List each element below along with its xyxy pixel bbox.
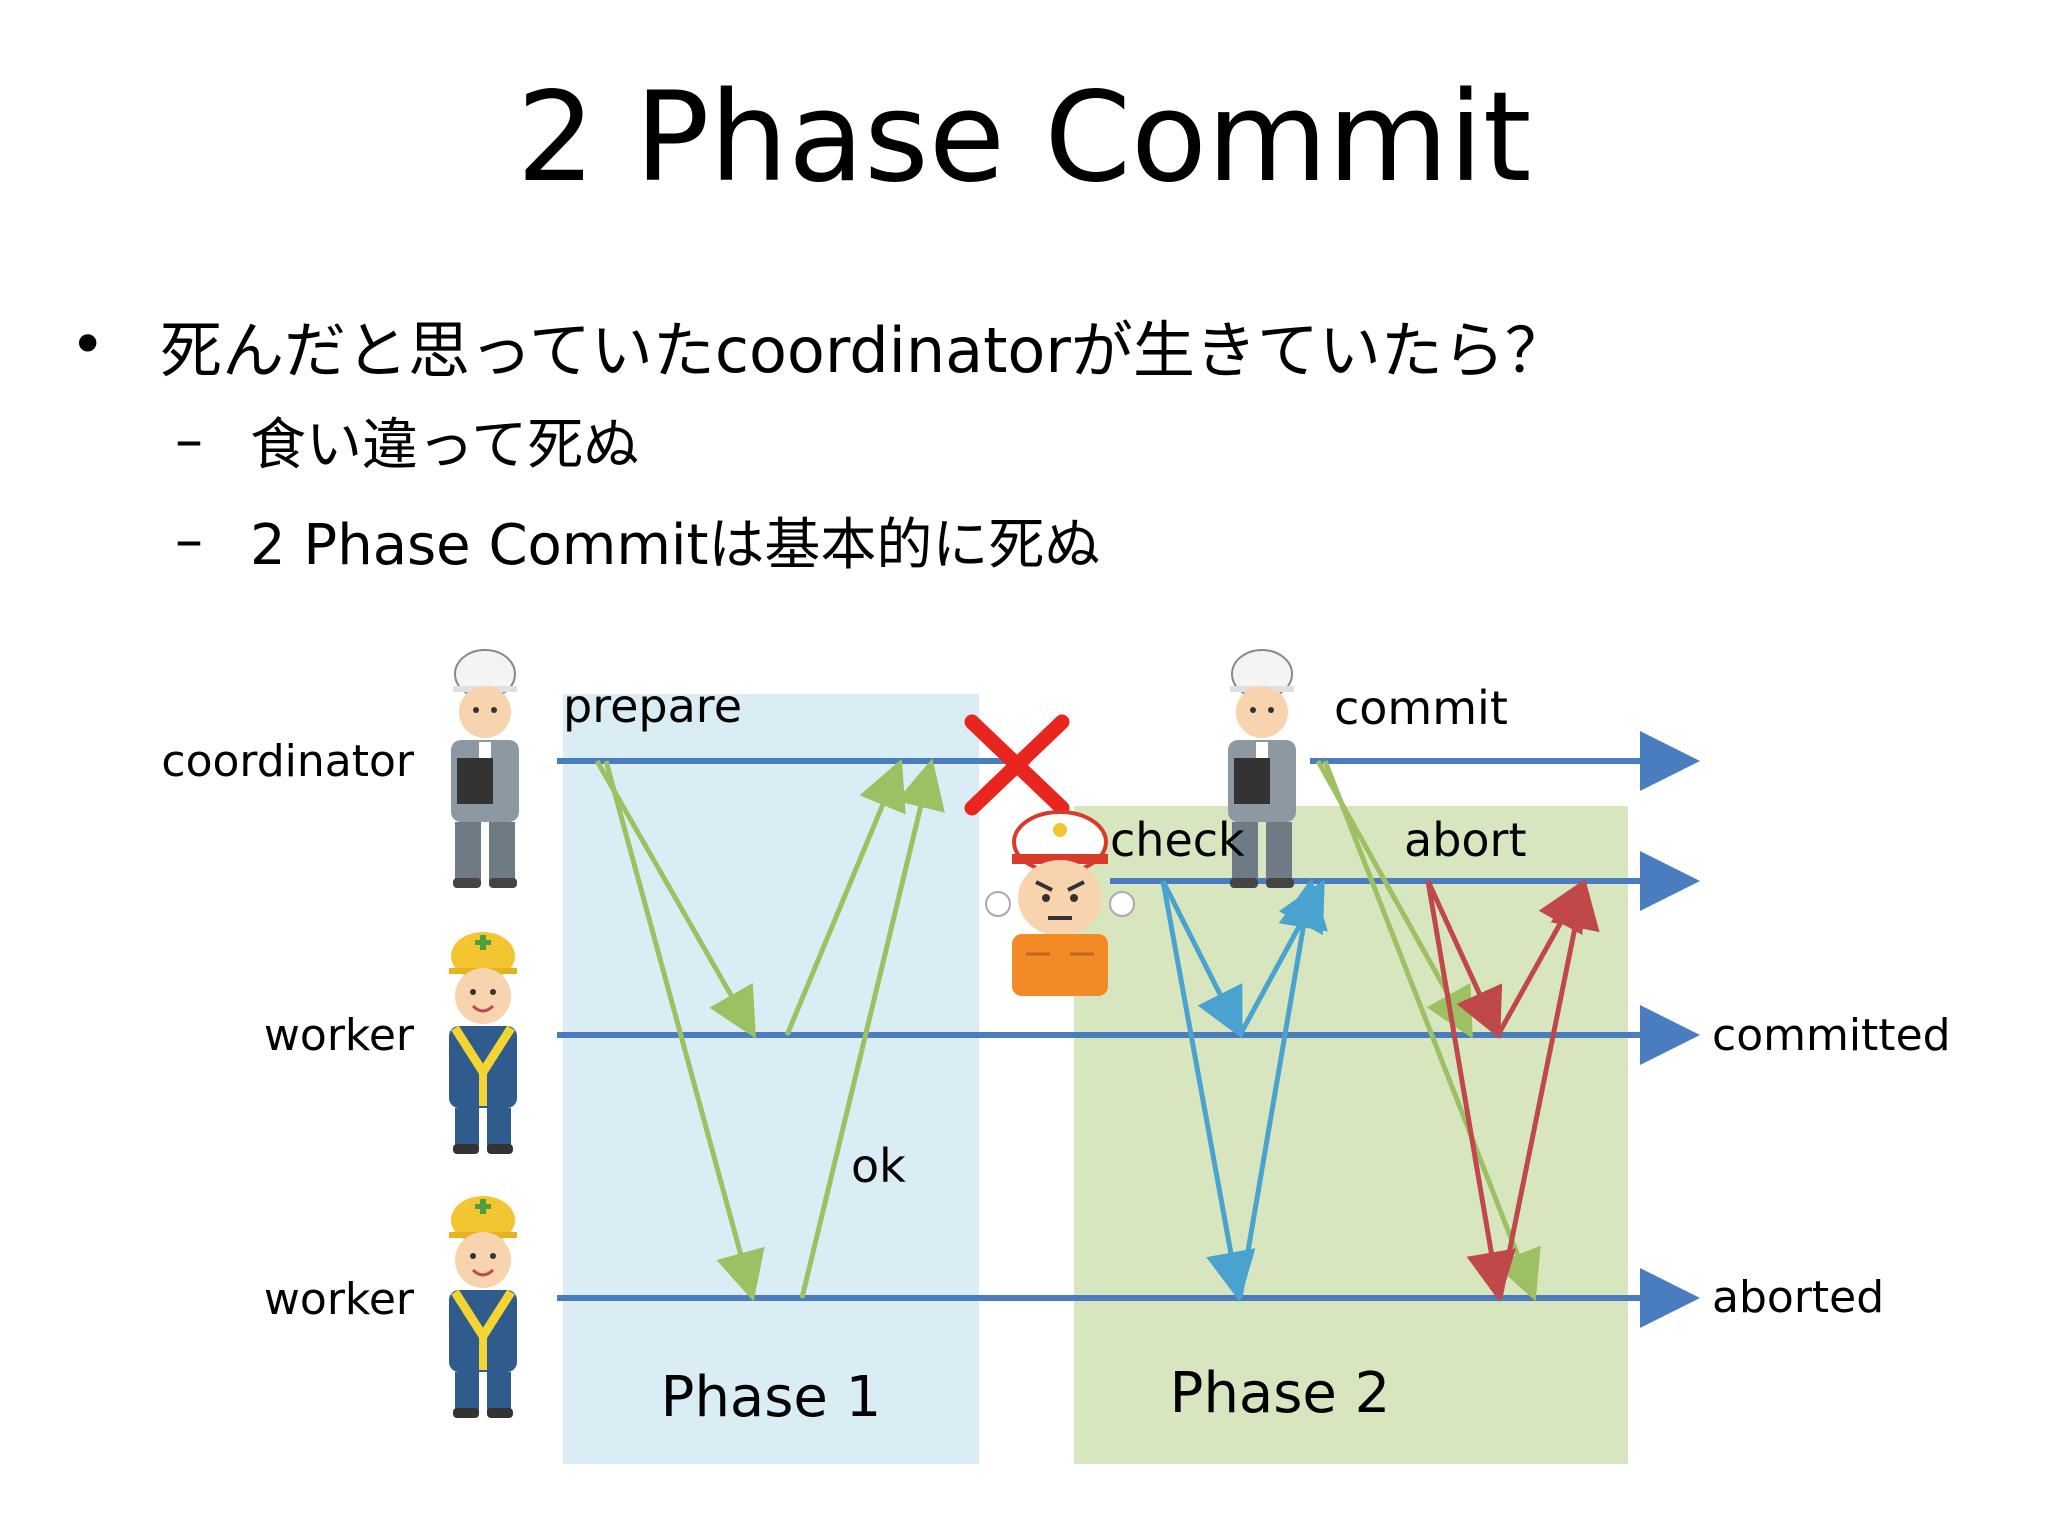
outcome-label-aborted: aborted <box>1712 1272 1884 1323</box>
message-label-prepare: prepare <box>563 679 742 733</box>
worker-icon <box>449 932 517 1154</box>
bullet-sub-2: – 2 Phase Commitは基本的に死ぬ <box>70 490 1970 590</box>
bullet-dash: – <box>175 407 203 473</box>
phase-label-2: Phase 2 <box>1170 1361 1391 1426</box>
lane-label-worker-2: worker <box>264 1274 415 1325</box>
bullet-sub-1-text: 食い違って死ぬ <box>250 412 640 478</box>
bullet-dot: • <box>70 310 106 380</box>
coordinator-worker-icon <box>1228 649 1296 888</box>
commit-arrows <box>1315 759 1541 1302</box>
bullet-sub-1: – 食い違って死ぬ <box>70 390 1970 490</box>
phase-label-1: Phase 1 <box>661 1365 882 1430</box>
prepare-arrows <box>594 758 945 1302</box>
check-arrows <box>1160 878 1328 1302</box>
failure-x-icon <box>964 714 1070 816</box>
message-label-commit: commit <box>1334 681 1508 735</box>
worker-icon <box>449 1196 517 1418</box>
outcome-label-committed: committed <box>1712 1010 1951 1061</box>
message-label-ok: ok <box>851 1139 906 1193</box>
bullet-dash: – <box>175 507 203 573</box>
abort-arrows <box>1425 878 1600 1302</box>
phase2-region <box>1074 806 1628 1464</box>
bullet-sub-2-text: 2 Phase Commitは基本的に死ぬ <box>250 512 1101 578</box>
bullet-list: • 死んだと思っていたcoordinatorが生きていたら？ – 食い違って死ぬ… <box>70 300 1970 590</box>
coordinator-worker-icon <box>451 649 519 888</box>
bullet-main: • 死んだと思っていたcoordinatorが生きていたら？ <box>70 300 1970 390</box>
message-label-check: check <box>1110 813 1245 867</box>
bullet-main-text: 死んだと思っていたcoordinatorが生きていたら？ <box>160 314 1567 387</box>
new-coordinator-icon <box>985 810 1135 996</box>
slide-title: 2 Phase Commit <box>516 66 1532 210</box>
message-label-abort: abort <box>1404 813 1526 867</box>
lane-label-worker-1: worker <box>264 1010 415 1061</box>
lane-label-coordinator: coordinator <box>161 736 415 787</box>
